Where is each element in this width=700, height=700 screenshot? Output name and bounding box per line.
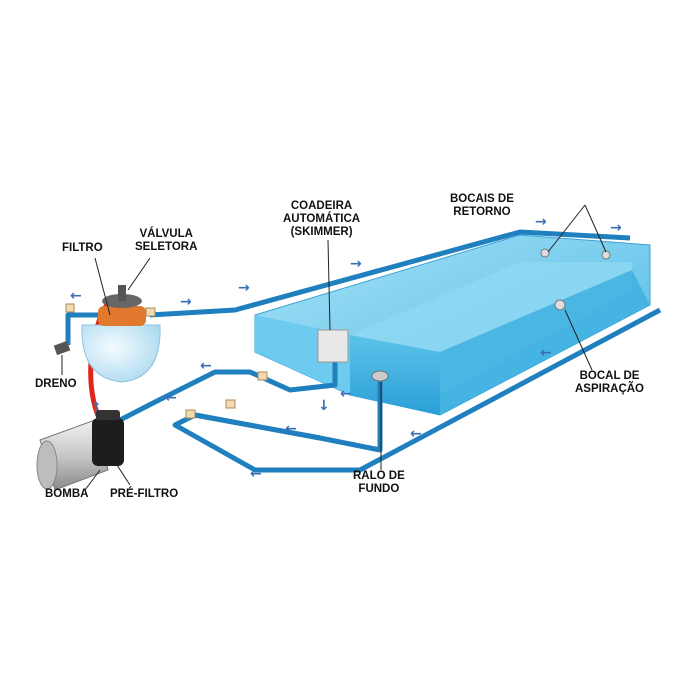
pipes <box>65 229 662 473</box>
suction-pipe <box>172 307 662 473</box>
pool <box>254 234 651 416</box>
svg-text:→: → <box>180 294 192 310</box>
label-line: FUNDO <box>358 483 400 495</box>
label-line: RETORNO <box>453 206 511 218</box>
svg-text:→: → <box>238 280 250 296</box>
label-line: VÁLVULA <box>139 228 193 240</box>
skimmer-pipe <box>118 355 338 423</box>
label-valvula: VÁLVULA SELETORA <box>135 228 197 254</box>
label-bocais: BOCAIS DE RETORNO <box>450 193 514 219</box>
label-filtro: FILTRO <box>62 242 103 254</box>
label-line: BOCAIS DE <box>450 193 514 205</box>
skimmer <box>317 329 349 363</box>
pump <box>36 410 124 491</box>
svg-text:←: ← <box>70 288 82 304</box>
svg-text:←: ← <box>285 421 297 437</box>
suction-fitting <box>554 299 566 311</box>
svg-text:←: ← <box>340 386 352 402</box>
svg-text:←: ← <box>410 426 422 442</box>
svg-text:→: → <box>350 256 362 272</box>
svg-text:↓: ↓ <box>318 398 330 414</box>
label-ralo: RALO DE FUNDO <box>353 470 405 496</box>
cross-pipe <box>194 412 321 441</box>
leader-lines <box>61 204 607 491</box>
svg-text:↑: ↑ <box>90 400 102 416</box>
label-bomba: BOMBA <box>45 488 89 500</box>
label-pre-filtro: PRÉ-FILTRO <box>110 488 179 500</box>
drain-grate <box>53 340 71 356</box>
label-bocal-aspiracao: BOCAL DE ASPIRAÇÃO <box>575 370 644 396</box>
label-line: AUTOMÁTICA <box>283 213 361 225</box>
label-line: (SKIMMER) <box>290 226 353 238</box>
svg-text:←: ← <box>200 358 212 374</box>
svg-text:→: → <box>535 214 547 230</box>
label-coadeira: COADEIRA AUTOMÁTICA (SKIMMER) <box>283 200 360 239</box>
drain-pipe <box>65 312 100 345</box>
floor-drain <box>371 370 389 382</box>
label-line: ASPIRAÇÃO <box>575 383 645 395</box>
svg-text:←: ← <box>250 466 262 482</box>
label-dreno: DRENO <box>35 378 77 390</box>
svg-text:→: → <box>610 220 622 236</box>
return-pipe <box>149 229 631 318</box>
return-jet-2 <box>601 250 611 260</box>
svg-text:←: ← <box>165 390 177 406</box>
valves <box>65 303 268 419</box>
filter-tank <box>81 285 161 383</box>
label-line: RALO DE <box>353 470 405 482</box>
flow-arrows: → → → → → ← ↓ ← ← ← ← ← ↑ ← ← <box>70 214 622 482</box>
return-jet-1 <box>540 248 550 258</box>
label-line: BOCAL DE <box>579 370 640 382</box>
label-line: SELETORA <box>135 241 198 253</box>
label-line: COADEIRA <box>290 200 353 212</box>
svg-text:←: ← <box>540 345 552 361</box>
